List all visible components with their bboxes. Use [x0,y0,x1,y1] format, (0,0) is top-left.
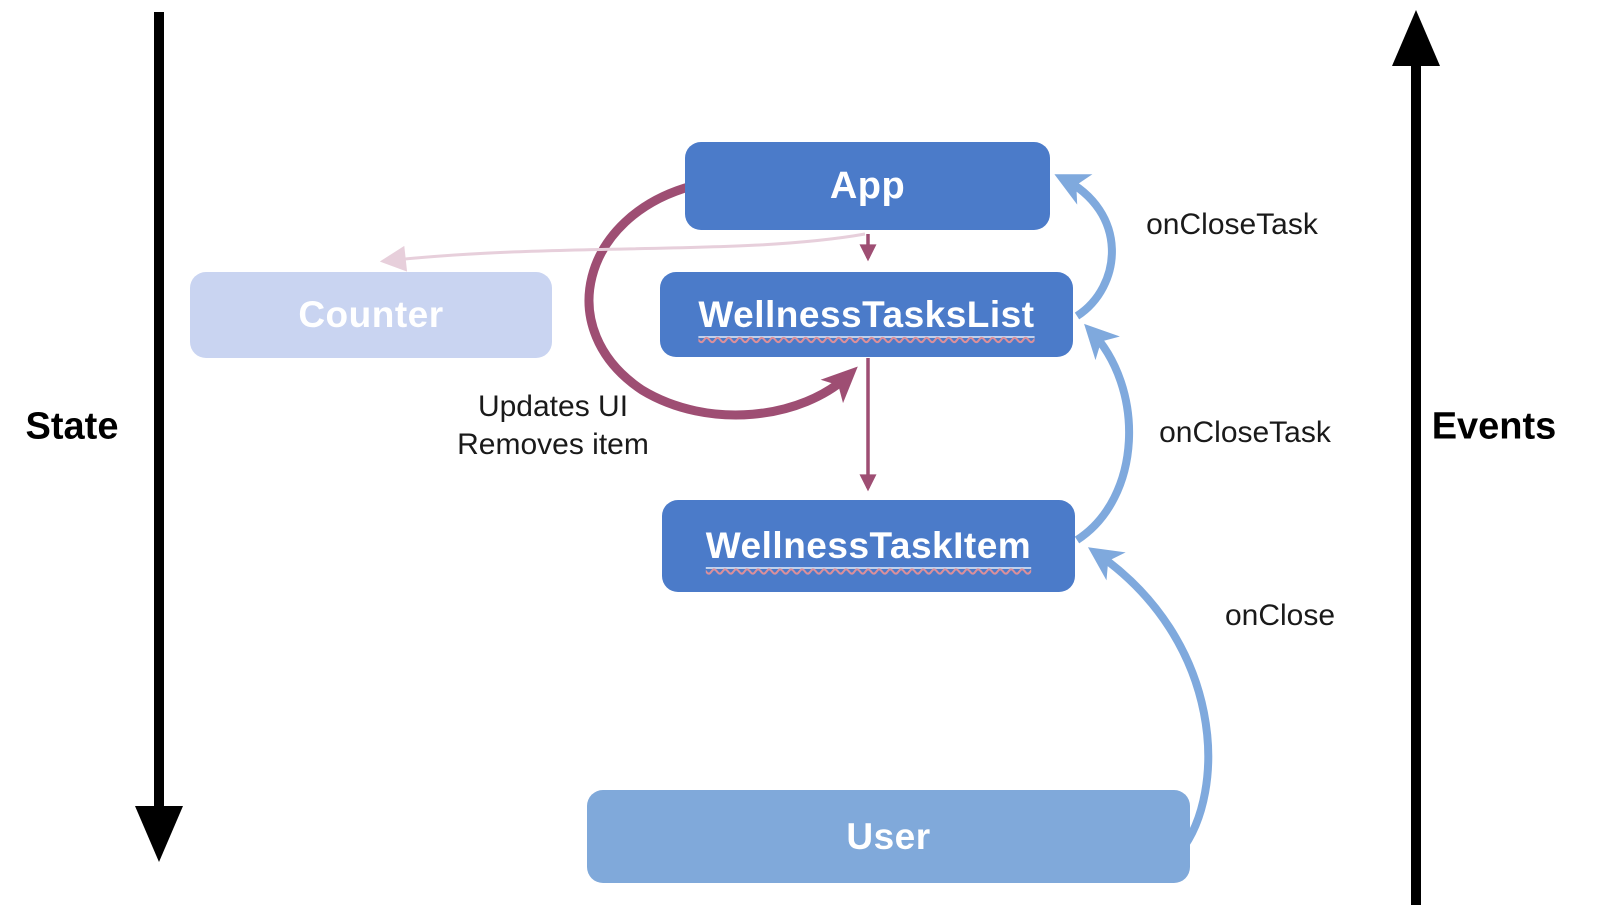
update-loop-note-line1: Updates UI [477,390,629,423]
edge-onclose-user-to-item [1087,547,1213,855]
edge-label-oncloseTask-middle: onCloseTask [1159,416,1331,449]
node-app-label: App [829,164,906,207]
edge-update-loop [584,181,858,420]
node-counter: Counter [190,272,552,358]
edge-label-oncloseTask-top: onCloseTask [1146,208,1318,241]
events-axis-arrow [1392,10,1440,905]
edge-app-to-counter [379,232,866,272]
node-wellness-tasks-list: WellnessTasksList [660,272,1073,357]
node-app: App [685,142,1050,230]
node-wellness-task-item-label: WellnessTaskItem [705,525,1032,566]
state-axis-label: State [25,405,119,448]
edge-oncloseTask-item-to-list [1074,323,1134,544]
update-loop-note-line2: Removes item [457,428,649,461]
node-counter-label: Counter [298,294,444,335]
edge-oncloseTask-list-to-app [1054,174,1116,320]
edge-label-onclose: onClose [1224,599,1336,632]
node-user: User [587,790,1190,883]
update-loop-note: Updates UI Removes item [457,388,649,464]
state-axis-arrow [135,12,183,862]
events-axis-label: Events [1431,405,1557,448]
node-wellness-task-item: WellnessTaskItem [662,500,1075,592]
node-user-label: User [846,815,931,857]
node-wellness-tasks-list-label: WellnessTasksList [698,293,1035,335]
